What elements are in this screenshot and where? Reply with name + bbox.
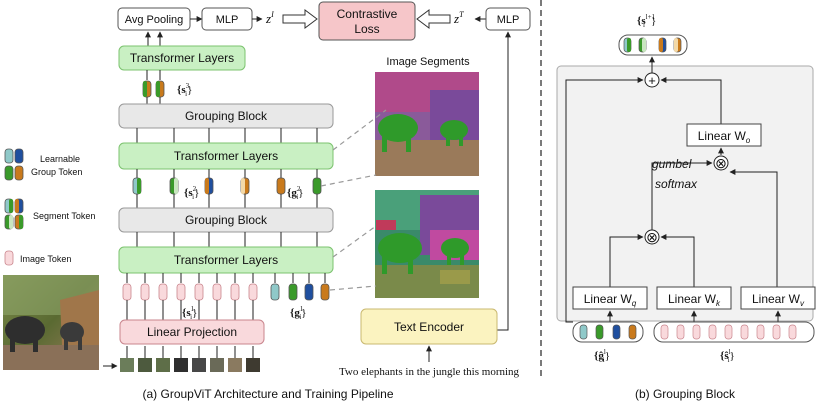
attention-multiply-node — [713, 155, 729, 171]
transformer-layers-3 — [118, 45, 246, 71]
image-tokens-row — [122, 283, 258, 301]
segment-token-s3-a — [142, 80, 152, 98]
legend-learnable-line2: Group Token — [31, 167, 82, 177]
contrastive-loss-line2: Loss — [354, 22, 379, 36]
segmentation-output-stage1 — [375, 190, 479, 298]
segment-token-input — [653, 321, 815, 343]
grouping-block-panel — [556, 65, 814, 322]
group-token-g2-orange — [276, 177, 286, 195]
z-image-label: zI — [265, 10, 274, 26]
linear-wo-box — [686, 123, 762, 147]
transformer-layers-1-label: Transformer Layers — [174, 253, 278, 267]
text-mlp-box — [485, 7, 531, 31]
transformer-layers-2 — [118, 142, 334, 170]
caption-a: (a) GroupViT Architecture and Training P… — [142, 387, 393, 401]
group-token-g1-teal — [270, 283, 280, 301]
linear-wv-box — [740, 286, 816, 310]
add-node — [644, 72, 660, 88]
text-mlp-label: MLP — [497, 14, 520, 26]
group-token-g1-orange — [320, 283, 330, 301]
group-token-input — [572, 321, 644, 343]
linear-wk-box — [656, 286, 732, 310]
qk-multiply-symbol: ⊗ — [646, 229, 658, 245]
segment-token-s2-d — [240, 177, 250, 195]
segment-token-s2-c — [204, 177, 214, 195]
linear-projection-label: Linear Projection — [147, 325, 237, 339]
legend-image-token: Image Token — [20, 254, 71, 264]
image-patches — [120, 346, 260, 372]
legend-learnable-group-token-swatch — [4, 148, 24, 181]
contrastive-loss-line1: Contrastive — [337, 7, 398, 21]
linear-projection-box — [119, 319, 265, 345]
legend-image-token-swatch — [4, 250, 14, 266]
grouping-block-2-label: Grouping Block — [185, 109, 268, 123]
text-encoder-label: Text Encoder — [394, 320, 464, 334]
caption-b: (b) Grouping Block — [635, 387, 736, 401]
grouping-block-1 — [118, 207, 334, 233]
grouping-block-2 — [118, 103, 334, 129]
group-token-g1-green — [288, 283, 298, 301]
input-photo — [3, 275, 99, 370]
group-token-g2-green — [312, 177, 322, 195]
legend-learnable-line1: Learnable — [40, 154, 80, 164]
legend-segment-token: Segment Token — [33, 211, 95, 221]
output-tokens — [618, 34, 688, 56]
grouping-block-1-label: Grouping Block — [185, 213, 268, 227]
image-mlp-label: MLP — [216, 14, 239, 26]
segment-token-s2-a — [132, 177, 142, 195]
softmax-label: softmax — [655, 177, 698, 191]
image-segments-title: Image Segments — [386, 56, 470, 68]
qk-multiply-node — [644, 229, 660, 245]
segmentation-output-stage2 — [375, 72, 479, 176]
z-text-label: zT — [453, 10, 464, 26]
segment-token-s2-b — [169, 177, 179, 195]
group-token-g1-blue — [304, 283, 314, 301]
transformer-layers-2-label: Transformer Layers — [174, 149, 278, 163]
transformer-layers-3-label: Transformer Layers — [130, 51, 234, 65]
linear-wk-label: Linear Wk — [668, 292, 721, 308]
input-caption: Two elephants in the jungle this morning — [339, 366, 520, 378]
image-to-loss-arrow — [282, 9, 318, 29]
contrastive-loss-box — [318, 1, 416, 41]
attention-multiply-symbol: ⊗ — [715, 155, 727, 171]
linear-wv-label: Linear Wv — [752, 292, 805, 308]
linear-wq-label: Linear Wq — [584, 292, 637, 308]
linear-wq-box — [572, 286, 648, 310]
segment-token-s3-b — [155, 80, 165, 98]
linear-wo-label: Linear Wo — [698, 129, 751, 145]
legend: Learnable Group Token Segment Token Imag… — [4, 148, 95, 266]
transformer-layers-1 — [118, 246, 334, 274]
text-encoder-box — [360, 308, 498, 345]
gumbel-label: gumbel — [652, 157, 692, 171]
text-to-loss-arrow — [416, 9, 451, 29]
avg-pooling-label: Avg Pooling — [125, 14, 184, 26]
legend-segment-token-swatch — [4, 198, 24, 230]
add-node-symbol: + — [648, 73, 656, 88]
